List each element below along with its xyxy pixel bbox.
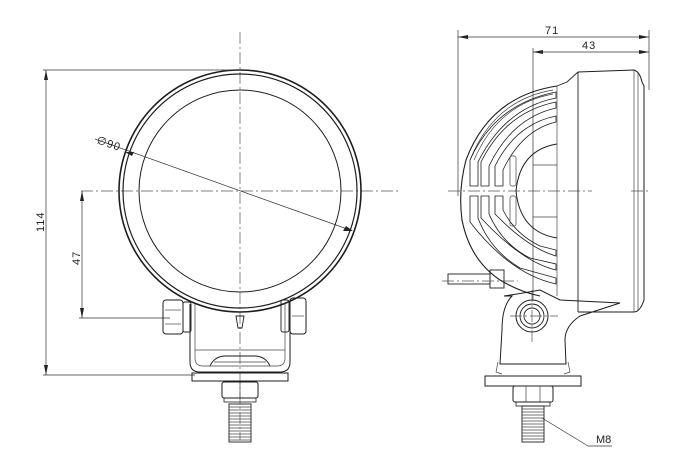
mounting-bracket-front [162, 297, 307, 443]
lamp-housing-front [556, 69, 645, 313]
housing-depth-label: 43 [582, 40, 596, 52]
mounting-bracket-side [484, 289, 621, 407]
overall-depth-label: 71 [545, 25, 559, 37]
side-view: 71 43 [442, 25, 650, 447]
diameter-label: ∅90 [95, 134, 122, 153]
front-view: ∅90 114 47 [35, 32, 400, 443]
thread-callout: M8 [541, 417, 612, 447]
threaded-stud-side [521, 405, 545, 443]
overall-height-label: 114 [35, 211, 47, 232]
housing-depth-dimension: 43 [532, 40, 649, 300]
diameter-dimension: ∅90 [94, 134, 353, 231]
thread-callout-label: M8 [596, 434, 611, 446]
lens-circle [138, 89, 342, 293]
cable-gland [442, 269, 518, 289]
overall-height-dimension: 114 [35, 69, 240, 376]
finned-heatsink [460, 85, 558, 297]
center-to-mount-dimension: 47 [71, 191, 170, 319]
bezel-inner-ring [122, 73, 358, 309]
center-to-mount-label: 47 [71, 251, 83, 265]
overall-depth-dimension: 71 [457, 25, 650, 196]
threaded-stud-front [228, 403, 252, 443]
